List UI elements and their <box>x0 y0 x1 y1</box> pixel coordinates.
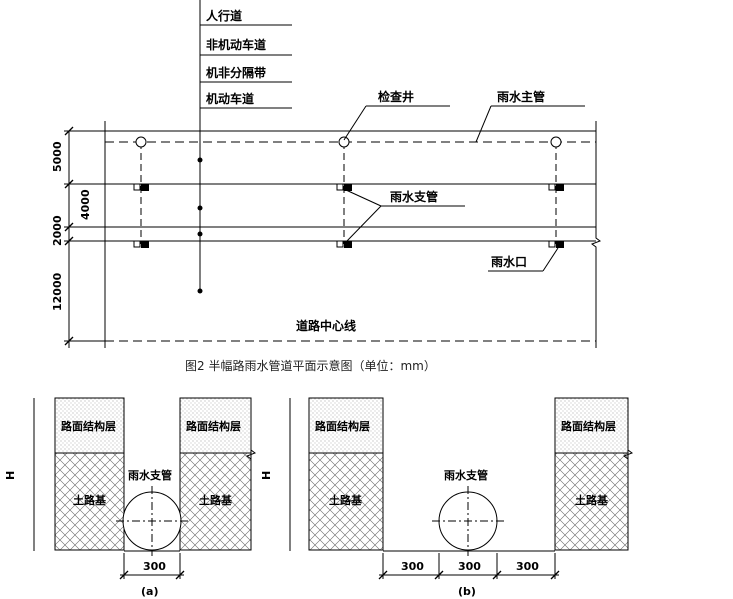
b-width-label-1: 300 <box>401 560 424 573</box>
b-subgrade-left: 土路基 <box>329 493 363 507</box>
b-pavement-left: 路面结构层 <box>315 419 370 433</box>
b-sub-label: (b) <box>458 585 476 598</box>
a-pavement-left: 路面结构层 <box>61 419 116 433</box>
a-pipe-label: 雨水支管 <box>128 468 172 482</box>
main-pipe-label: 雨水主管 <box>497 89 545 104</box>
a-height-label: H <box>4 471 17 480</box>
branch-pipe-label: 雨水支管 <box>390 189 438 204</box>
section-a: 路面结构层 路面结构层 雨水支管 土路基 土路基 H 300 (a) <box>4 397 257 598</box>
b-height-label: H <box>260 471 273 480</box>
a-sub-label: (a) <box>141 585 158 598</box>
b-pipe-label: 雨水支管 <box>444 468 488 482</box>
plan-caption: 图2 半幅路雨水管道平面示意图（单位：mm） <box>185 358 436 373</box>
plan-view: 人行道 非机动车道 机非分隔带 机动车道 <box>51 0 602 373</box>
a-subgrade-left: 土路基 <box>73 493 107 507</box>
lane-label-sidewalk: 人行道 <box>206 8 242 23</box>
a-width-label: 300 <box>143 560 166 573</box>
dim-4000: 4000 <box>79 189 92 220</box>
lane-label-nonmotor: 非机动车道 <box>206 37 266 52</box>
lane-label-motor: 机动车道 <box>206 91 254 106</box>
dim-5000: 5000 <box>51 141 64 172</box>
dim-12000: 12000 <box>51 272 64 311</box>
b-pavement-right: 路面结构层 <box>561 419 616 433</box>
a-pavement-right: 路面结构层 <box>186 419 241 433</box>
manhole-label: 检查井 <box>378 89 414 104</box>
b-subgrade-right: 土路基 <box>575 493 609 507</box>
dim-2000: 2000 <box>51 215 64 246</box>
a-subgrade-right: 土路基 <box>199 493 233 507</box>
b-width-label-2: 300 <box>458 560 481 573</box>
lane-label-separator: 机非分隔带 <box>206 65 266 80</box>
b-width-label-3: 300 <box>516 560 539 573</box>
section-b: 路面结构层 路面结构层 雨水支管 土路基 土路基 H 300 300 300 (… <box>260 397 634 598</box>
inlet-label: 雨水口 <box>491 254 527 269</box>
centerline-label: 道路中心线 <box>296 318 356 333</box>
